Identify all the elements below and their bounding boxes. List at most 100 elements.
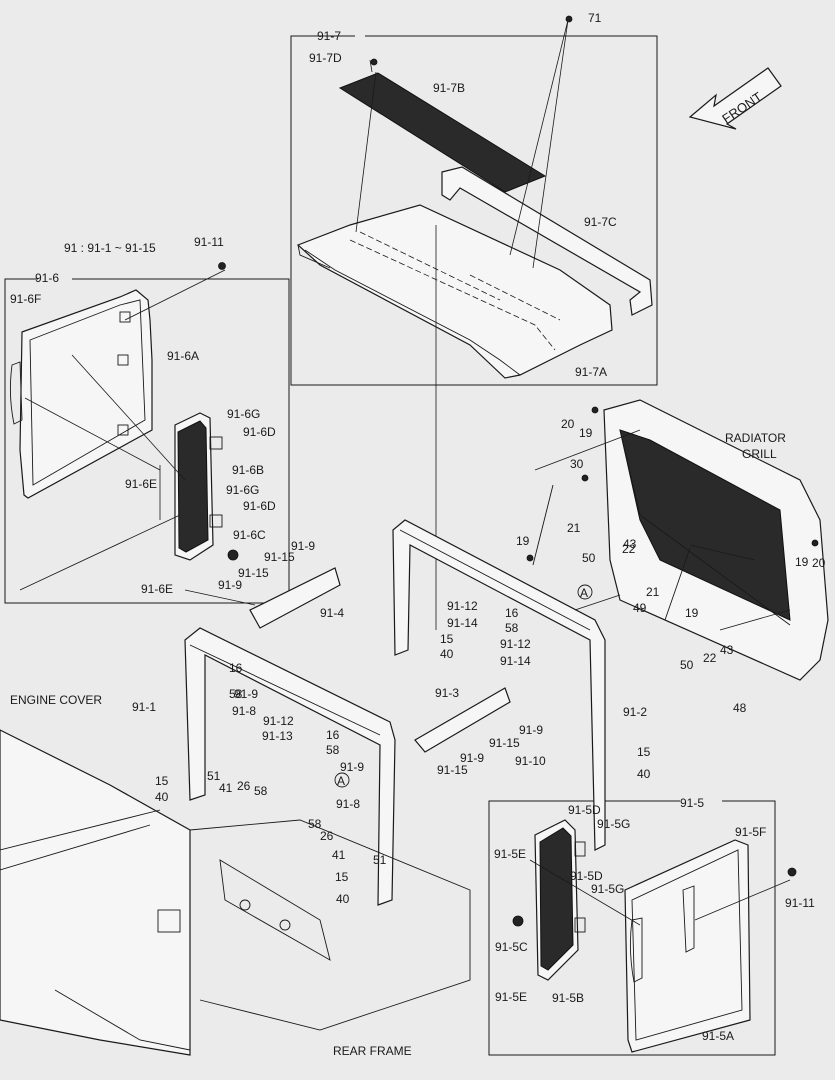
box-91-5 — [488, 800, 776, 1056]
part-label: 91-5D — [568, 803, 601, 817]
part-label: 21 — [567, 521, 581, 535]
part-label: 40 — [336, 892, 350, 906]
part-label: 91-5C — [495, 940, 528, 954]
part-label: 91-7C — [584, 215, 617, 229]
part-label: 91-6C — [233, 528, 266, 542]
part-label: 43 — [623, 537, 637, 551]
part-label: 26 — [320, 829, 334, 843]
part-label: 91-6 — [35, 271, 59, 285]
part-radiator-grill — [603, 399, 829, 681]
part-label: 91-11 — [194, 235, 224, 249]
part-engine-cover — [0, 729, 191, 1056]
part-label: 51 — [207, 769, 221, 783]
part-label: 91-12 — [447, 599, 478, 613]
part-label: 41 — [219, 781, 233, 795]
part-label: 40 — [155, 790, 169, 804]
part-91-5B-right-filter — [534, 819, 586, 981]
part-label: 91-6F — [10, 292, 41, 306]
part-label: 19 — [795, 555, 809, 569]
part-91-4-bracket — [249, 567, 341, 629]
part-label: 91-7 — [317, 29, 341, 43]
part-label: 91-8 — [336, 797, 360, 811]
part-label: 91-6D — [243, 425, 276, 439]
callout-a-1: A — [577, 584, 593, 600]
part-label: 91-9 — [291, 539, 315, 553]
front-arrow — [688, 67, 782, 130]
part-label: 41 — [332, 848, 346, 862]
part-label: 91-5F — [735, 825, 766, 839]
part-label: 91-10 — [515, 754, 546, 768]
part-label: 19 — [516, 534, 530, 548]
part-91-6B-left-filter — [174, 412, 223, 561]
part-label: 49 — [633, 601, 647, 615]
part-label: 91-6A — [167, 349, 199, 363]
part-label: 91-5 — [680, 796, 704, 810]
title-note: 91 : 91-1 ~ 91-15 — [64, 241, 156, 255]
part-label: 91-5A — [702, 1029, 734, 1043]
part-label: 91-6E — [125, 477, 157, 491]
part-rear-frame — [54, 819, 471, 1051]
part-label: 16 — [505, 606, 519, 620]
part-label: 58 — [505, 621, 519, 635]
part-label: 91-6G — [227, 407, 260, 421]
part-label: 91-6G — [226, 483, 259, 497]
part-label: 91-7A — [575, 365, 607, 379]
part-label: 91-3 — [435, 686, 459, 700]
part-label: 91-15 — [238, 566, 269, 580]
part-label: 91-11 — [785, 896, 815, 910]
part-label: 91-5B — [552, 991, 584, 1005]
part-label: 91-9 — [234, 687, 258, 701]
rear-frame-label: REAR FRAME — [333, 1044, 412, 1058]
part-label: 19 — [685, 606, 699, 620]
part-label: 91-14 — [447, 616, 478, 630]
leader-lines — [19, 269, 791, 926]
part-label: 91-6E — [141, 582, 173, 596]
part-91-7A-top-cover — [296, 204, 613, 379]
part-label: 26 — [237, 779, 251, 793]
part-label: 48 — [733, 701, 747, 715]
part-91-2-frame — [392, 519, 606, 851]
part-label: 91-14 — [500, 654, 531, 668]
part-label: 16 — [229, 661, 243, 675]
part-label: 16 — [326, 728, 340, 742]
part-label: 91-5D — [570, 869, 603, 883]
part-label: 58 — [326, 743, 340, 757]
part-label: 40 — [637, 767, 651, 781]
part-label: 91-15 — [489, 736, 520, 750]
part-label: 91-1 — [132, 700, 156, 714]
part-label: 40 — [440, 647, 454, 661]
part-label: 20 — [561, 417, 575, 431]
part-label: 91-12 — [500, 637, 531, 651]
part-label: 91-8 — [232, 704, 256, 718]
part-label: 91-7B — [433, 81, 465, 95]
part-label: 58 — [308, 817, 322, 831]
part-label: 91-15 — [264, 550, 295, 564]
part-label: 91-13 — [262, 729, 293, 743]
part-label: 30 — [570, 457, 584, 471]
part-label: 91-9 — [519, 723, 543, 737]
part-label: 91-6B — [232, 463, 264, 477]
part-label: 91-7D — [309, 51, 342, 65]
part-label: 22 — [703, 651, 717, 665]
callout-a-2: A — [334, 772, 350, 788]
part-labels: 7191-791-7D91-7B91-7C91-7A91-1191-691-6F… — [10, 11, 826, 1043]
part-label: 91-2 — [623, 705, 647, 719]
part-label: 91-5E — [494, 847, 526, 861]
part-label: 58 — [229, 687, 243, 701]
svg-text:A: A — [337, 774, 345, 788]
part-label: 91-5G — [597, 817, 630, 831]
part-label: 19 — [579, 426, 593, 440]
part-91-1-frame — [184, 627, 396, 906]
radiator-label: RADIATOR — [725, 431, 786, 445]
part-label: 50 — [680, 658, 694, 672]
box-91-6 — [4, 278, 290, 604]
part-91-3-bracket — [414, 687, 511, 753]
engine-cover-label: ENGINE COVER — [10, 693, 102, 707]
part-label: 91-9 — [340, 760, 364, 774]
part-label: 91-4 — [320, 606, 344, 620]
part-label: 15 — [335, 870, 349, 884]
part-label: 20 — [812, 556, 826, 570]
part-label: 43 — [720, 643, 734, 657]
part-label: 22 — [622, 542, 636, 556]
